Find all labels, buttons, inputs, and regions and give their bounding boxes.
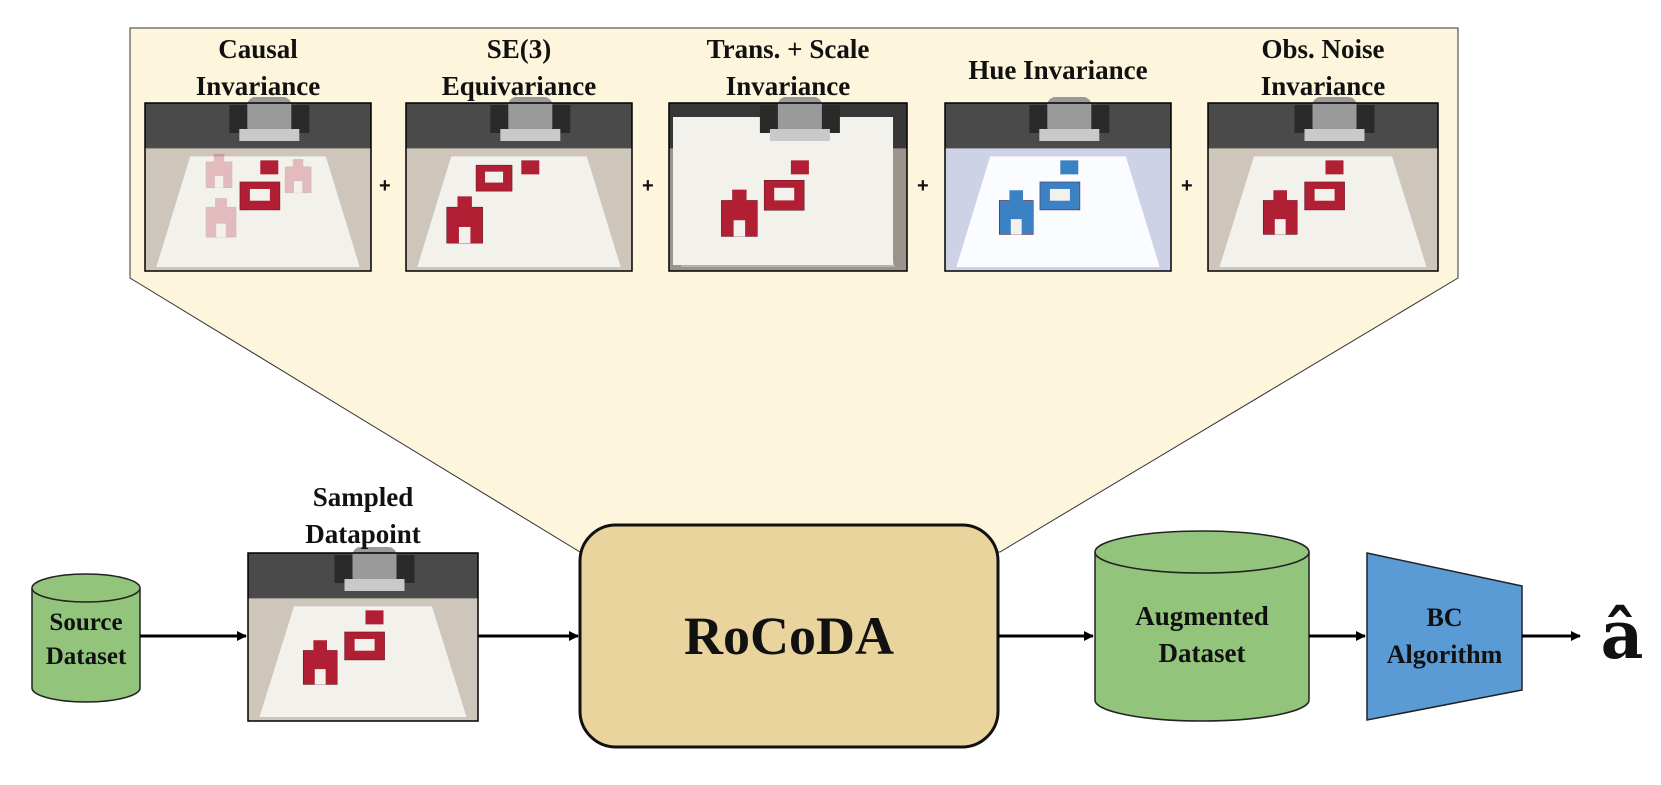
square-ring-block — [239, 181, 281, 211]
label-trans-scale-invariance: Trans. + Scale Invariance — [706, 34, 870, 101]
label-causal-invariance: Causal Invariance — [195, 34, 321, 101]
sampled-datapoint-frame — [247, 547, 479, 722]
plus-sign: + — [379, 175, 391, 197]
frame-trans-scale — [668, 97, 908, 272]
robot-arm — [1047, 97, 1092, 135]
bc-algorithm-label: BC Algorithm — [1386, 603, 1503, 669]
rocoda-title: RoCoDA — [684, 606, 894, 666]
robot-arm — [247, 97, 292, 135]
plus-sign: + — [1181, 175, 1193, 197]
peg-block — [721, 189, 758, 237]
frame-obs-noise — [1207, 97, 1439, 272]
peg-block — [205, 154, 233, 189]
bc-algorithm-trapezoid — [1366, 552, 1523, 721]
plus-sign: + — [917, 175, 929, 197]
source-dataset-label: Source Dataset — [45, 609, 127, 670]
plus-sign: + — [642, 175, 654, 197]
source-dataset-cylinder — [31, 573, 141, 703]
label-sampled-datapoint: Sampled Datapoint — [305, 482, 421, 549]
label-hue-invariance: Hue Invariance — [968, 55, 1148, 85]
augmented-dataset-label: Augmented Dataset — [1135, 601, 1269, 668]
peg-block — [1262, 190, 1298, 235]
label-se3-equivariance: SE(3) Equivariance — [441, 34, 597, 101]
peg-block — [302, 640, 338, 685]
peg-block — [205, 198, 237, 238]
peg-block — [446, 196, 483, 244]
augmented-dataset-cylinder — [1094, 530, 1310, 722]
robot-arm — [1312, 97, 1357, 135]
output-a-hat: â — [1600, 596, 1644, 674]
frame-se3 — [405, 97, 633, 272]
peg-block — [998, 190, 1034, 235]
square-ring-block — [344, 631, 385, 661]
frame-hue — [944, 97, 1172, 272]
square-ring-block — [475, 164, 513, 192]
peg-block — [284, 159, 312, 194]
robot-arm — [508, 97, 553, 135]
square-ring-block — [1039, 181, 1081, 211]
robot-arm — [777, 97, 822, 135]
robot-arm — [352, 547, 397, 585]
square-ring-block — [1304, 181, 1345, 211]
label-obs-noise-invariance: Obs. Noise Invariance — [1260, 34, 1386, 101]
square-ring-block — [763, 180, 805, 211]
frame-causal — [144, 97, 372, 272]
